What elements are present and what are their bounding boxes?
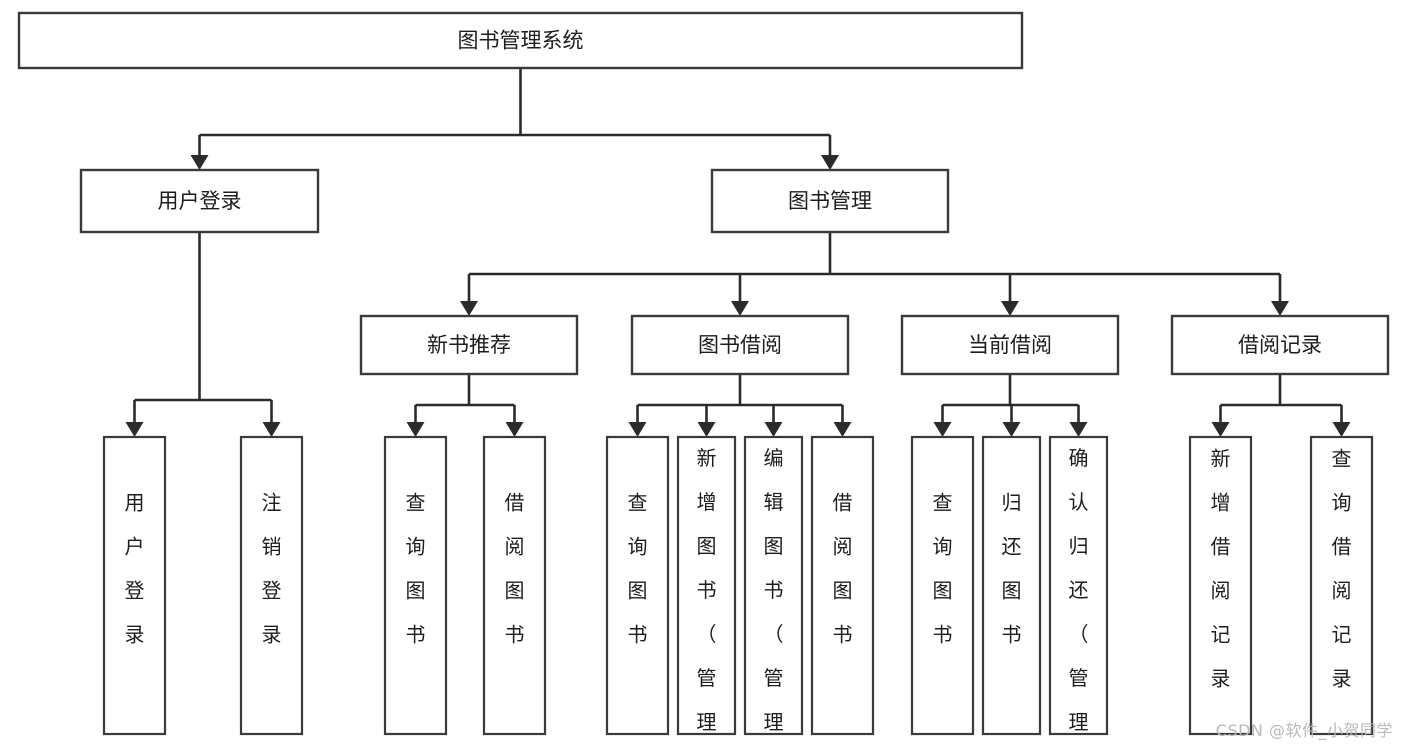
node-leaf-query-books-3[interactable]: 查询图书 bbox=[910, 435, 975, 736]
node-box bbox=[743, 435, 804, 736]
node-label: 用户登录 bbox=[125, 490, 145, 646]
node-box bbox=[900, 314, 1120, 376]
node-label: 新增图书（管理员） bbox=[697, 446, 717, 747]
node-box bbox=[710, 168, 950, 234]
node-label: 确认归还（管理员） bbox=[1069, 446, 1089, 747]
arrow-head-icon bbox=[262, 422, 281, 437]
arrow-head-icon bbox=[764, 422, 783, 437]
node-borrow[interactable]: 图书借阅 bbox=[630, 314, 850, 376]
arrow-head-icon bbox=[125, 422, 144, 437]
node-box bbox=[79, 168, 320, 234]
node-label: 注销登录 bbox=[262, 490, 282, 646]
node-leaf-confirm-return-admin[interactable]: 确认归还（管理员） bbox=[1048, 435, 1109, 747]
node-label: 借阅记录 bbox=[1238, 333, 1322, 357]
arrow-head-icon bbox=[460, 301, 478, 316]
node-leaf-add-borrow-record[interactable]: 新增借阅记录 bbox=[1188, 435, 1253, 736]
node-label: 编辑图书（管理员） bbox=[764, 446, 784, 747]
node-leaf-user-logout[interactable]: 注销登录 bbox=[239, 435, 304, 736]
arrow-head-icon bbox=[190, 155, 209, 170]
node-label: 图书管理 bbox=[788, 189, 872, 213]
node-box bbox=[482, 435, 547, 736]
node-box bbox=[1170, 314, 1390, 376]
csdn-watermark: CSDN @软件_小贺同学 bbox=[1215, 721, 1393, 740]
node-box bbox=[239, 435, 304, 736]
node-box bbox=[1188, 435, 1253, 736]
arrow-head-icon bbox=[406, 422, 425, 437]
edge-group-borrow bbox=[628, 374, 852, 437]
node-leaf-query-books-2[interactable]: 查询图书 bbox=[605, 435, 670, 736]
edge-group-root bbox=[190, 68, 839, 170]
node-bookmgmt[interactable]: 图书管理 bbox=[710, 168, 950, 234]
node-label: 查询借阅记录 bbox=[1332, 446, 1352, 690]
node-box bbox=[1048, 435, 1109, 736]
arrow-head-icon bbox=[933, 422, 952, 437]
node-leaf-user-login[interactable]: 用户登录 bbox=[102, 435, 167, 736]
node-login[interactable]: 用户登录 bbox=[79, 168, 320, 234]
arrow-head-icon bbox=[833, 422, 852, 437]
node-records[interactable]: 借阅记录 bbox=[1170, 314, 1390, 376]
node-label: 图书管理系统 bbox=[458, 29, 584, 53]
node-layer: 图书管理系统用户登录图书管理新书推荐图书借阅当前借阅借阅记录用户登录注销登录查询… bbox=[17, 11, 1390, 747]
arrow-head-icon bbox=[1211, 422, 1230, 437]
arrow-head-icon bbox=[1271, 301, 1289, 316]
node-box bbox=[1309, 435, 1374, 736]
edge-group-records bbox=[1211, 374, 1351, 437]
node-box bbox=[810, 435, 875, 736]
node-box bbox=[910, 435, 975, 736]
node-label: 借阅图书 bbox=[505, 490, 525, 646]
arrow-head-icon bbox=[731, 301, 749, 316]
node-label: 当前借阅 bbox=[968, 333, 1052, 357]
edge-group-current bbox=[933, 374, 1088, 437]
connector-layer bbox=[125, 68, 1351, 437]
node-newbook[interactable]: 新书推荐 bbox=[359, 314, 579, 376]
node-leaf-query-books-1[interactable]: 查询图书 bbox=[383, 435, 448, 736]
node-box bbox=[981, 435, 1042, 736]
arrow-head-icon bbox=[1001, 301, 1019, 316]
node-root[interactable]: 图书管理系统 bbox=[17, 11, 1024, 70]
node-box bbox=[383, 435, 448, 736]
edge-group-bookmgmt bbox=[460, 232, 1289, 316]
node-box bbox=[676, 435, 737, 736]
arrow-head-icon bbox=[505, 422, 524, 437]
edge-group-newbook bbox=[406, 374, 524, 437]
node-label: 查询图书 bbox=[933, 490, 953, 646]
node-leaf-edit-book-admin[interactable]: 编辑图书（管理员） bbox=[743, 435, 804, 747]
arrow-head-icon bbox=[697, 422, 716, 437]
node-label: 图书借阅 bbox=[698, 333, 782, 357]
node-leaf-add-book-admin[interactable]: 新增图书（管理员） bbox=[676, 435, 737, 747]
node-label: 归还图书 bbox=[1002, 490, 1022, 646]
node-box bbox=[102, 435, 167, 736]
node-box bbox=[359, 314, 579, 376]
node-label: 借阅图书 bbox=[833, 490, 853, 646]
node-leaf-return-books[interactable]: 归还图书 bbox=[981, 435, 1042, 736]
node-label: 查询图书 bbox=[628, 490, 648, 646]
arrow-head-icon bbox=[1002, 422, 1021, 437]
node-leaf-borrow-books-2[interactable]: 借阅图书 bbox=[810, 435, 875, 736]
node-label: 用户登录 bbox=[158, 189, 242, 213]
node-label: 查询图书 bbox=[406, 490, 426, 646]
node-box bbox=[630, 314, 850, 376]
arrow-head-icon bbox=[1069, 422, 1088, 437]
node-label: 新增借阅记录 bbox=[1211, 446, 1231, 690]
node-leaf-borrow-books-1[interactable]: 借阅图书 bbox=[482, 435, 547, 736]
node-box bbox=[17, 11, 1024, 70]
arrow-head-icon bbox=[821, 155, 839, 170]
node-label: 新书推荐 bbox=[427, 333, 511, 357]
arrow-head-icon bbox=[1332, 422, 1351, 437]
node-current[interactable]: 当前借阅 bbox=[900, 314, 1120, 376]
arrow-head-icon bbox=[628, 422, 647, 437]
edge-group-login bbox=[125, 232, 281, 437]
node-leaf-query-borrow-record[interactable]: 查询借阅记录 bbox=[1309, 435, 1374, 736]
node-box bbox=[605, 435, 670, 736]
